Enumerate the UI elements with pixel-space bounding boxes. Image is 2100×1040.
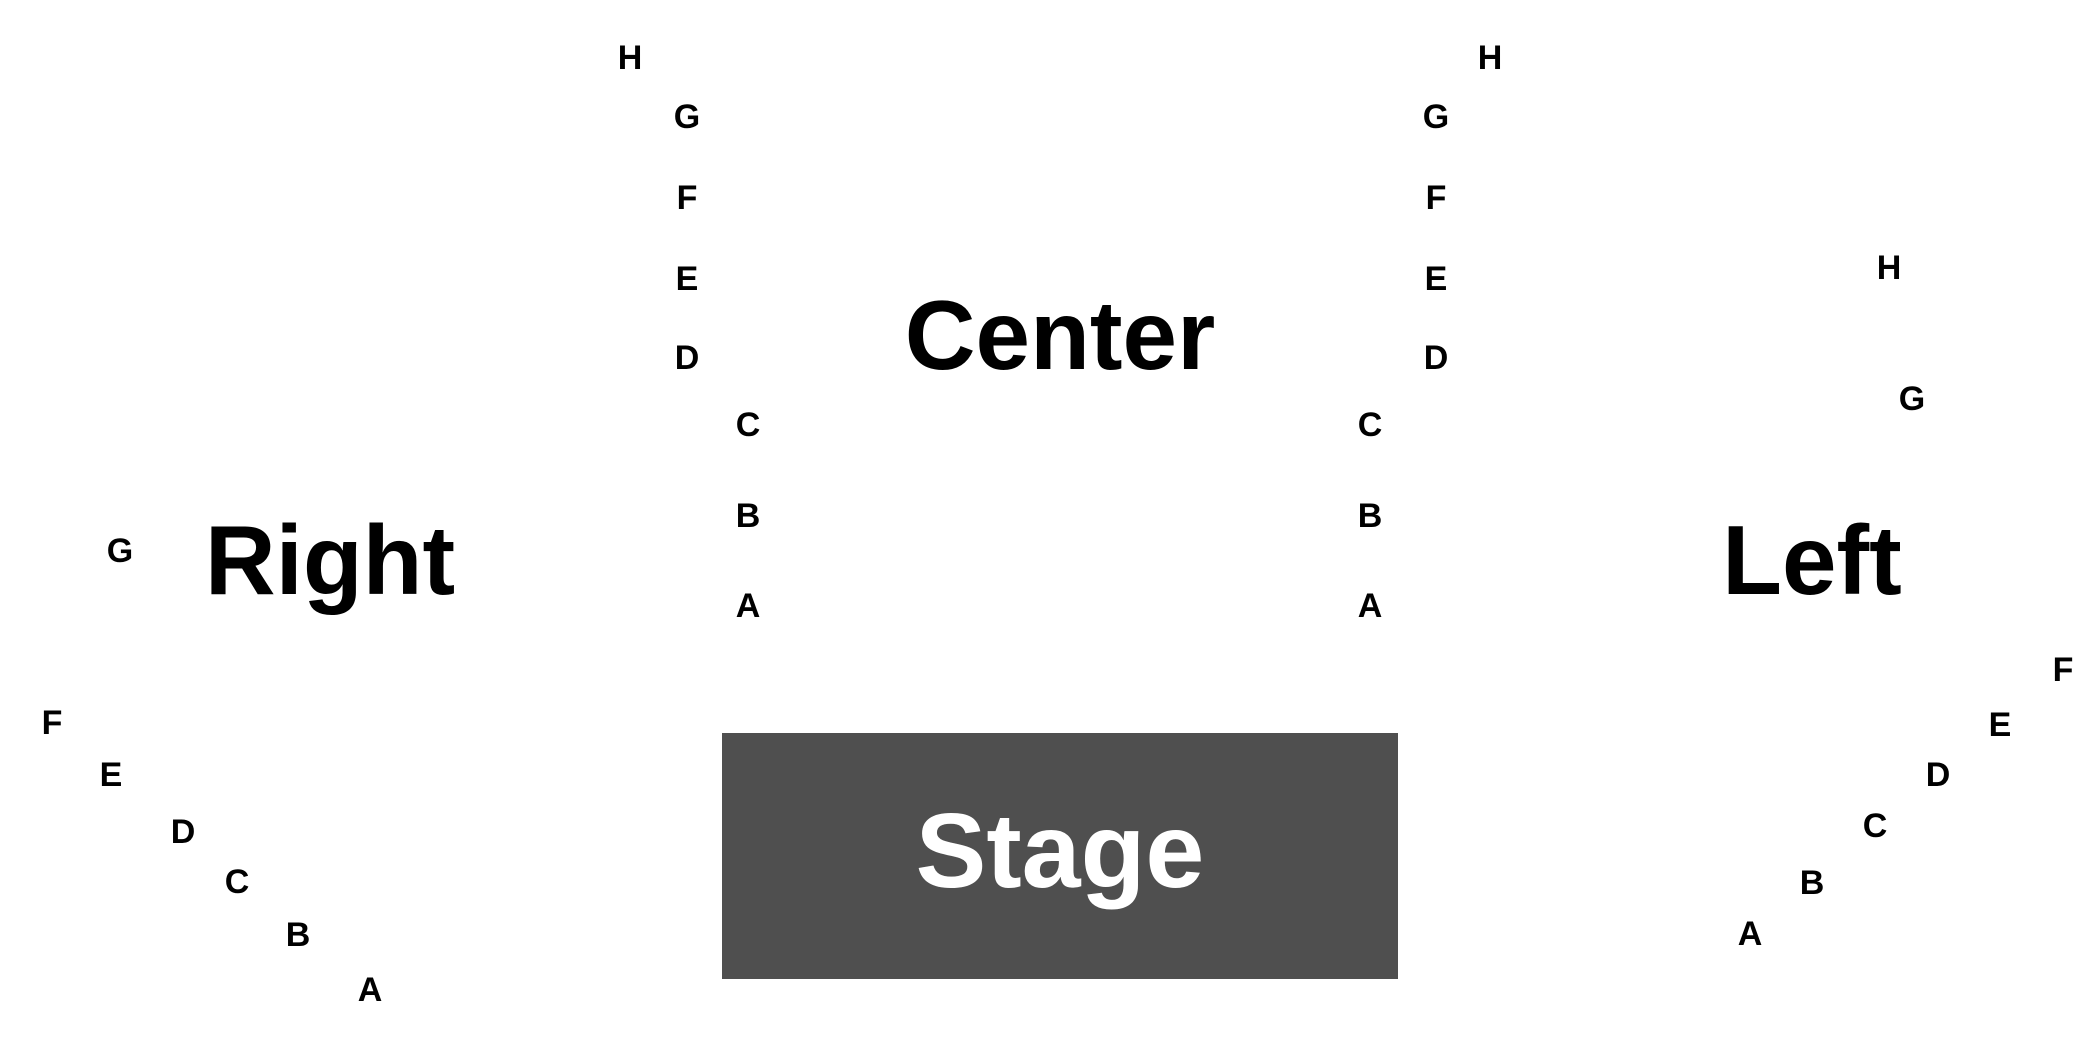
center-right-row-d: D — [1423, 339, 1449, 377]
right-row-b: B — [285, 916, 311, 954]
stage-label: Stage — [915, 792, 1205, 910]
center-left-row-g: G — [673, 98, 701, 136]
left-row-b: B — [1799, 864, 1825, 902]
center-right-row-e: E — [1424, 260, 1448, 298]
left-row-d: D — [1925, 756, 1951, 794]
right-row-c: C — [224, 863, 250, 901]
center-right-row-h: H — [1477, 39, 1503, 77]
left-row-c: C — [1862, 807, 1888, 845]
center-left-row-d: D — [674, 339, 700, 377]
right-row-e: E — [99, 756, 123, 794]
center-right-row-g: G — [1422, 98, 1450, 136]
left-row-e: E — [1988, 706, 2012, 744]
right-row-f: F — [41, 704, 63, 742]
left-row-h: H — [1876, 249, 1902, 287]
left-row-g: G — [1898, 380, 1926, 418]
stage: Stage — [722, 733, 1398, 979]
center-right-row-c: C — [1357, 406, 1383, 444]
center-left-row-b: B — [735, 497, 761, 535]
right-row-a: A — [357, 971, 383, 1009]
center-left-row-e: E — [675, 260, 699, 298]
section-title-left: Left — [1722, 505, 1902, 615]
center-left-row-c: C — [735, 406, 761, 444]
center-left-row-h: H — [617, 39, 643, 77]
left-row-f: F — [2052, 651, 2074, 689]
section-title-right: Right — [204, 505, 456, 615]
right-row-d: D — [170, 813, 196, 851]
center-left-row-a: A — [735, 587, 761, 625]
center-right-row-a: A — [1357, 587, 1383, 625]
center-left-row-f: F — [676, 179, 698, 217]
center-right-row-f: F — [1425, 179, 1447, 217]
right-row-g: G — [106, 532, 134, 570]
left-row-a: A — [1737, 915, 1763, 953]
center-right-row-b: B — [1357, 497, 1383, 535]
section-title-center: Center — [904, 280, 1216, 390]
